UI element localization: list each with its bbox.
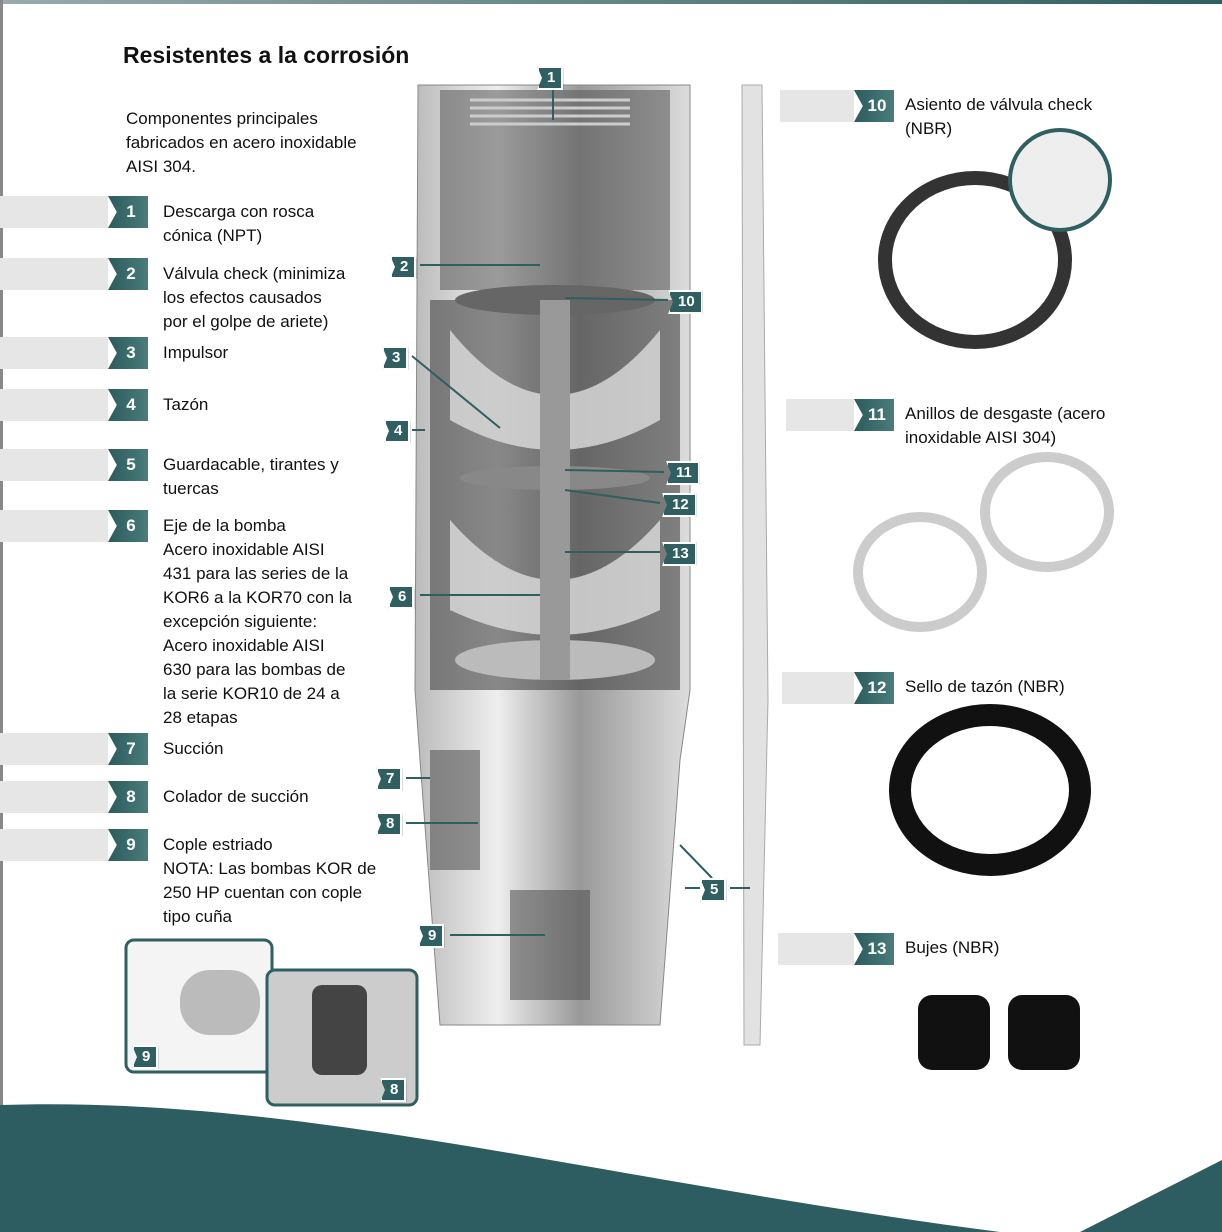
item-text: Cople estriado NOTA: Las bombas KOR de 2…	[163, 835, 377, 926]
item-text: Tazón	[163, 395, 209, 414]
item-text: Eje de la bomba Acero inoxidable AISI 43…	[163, 516, 352, 727]
item-text: Anillos de desgaste (acero inoxidable AI…	[905, 404, 1106, 447]
item-number: 10	[854, 90, 894, 122]
item-text: Sello de tazón (NBR)	[905, 677, 1065, 696]
top-border	[0, 0, 1222, 4]
callout-label: 11	[666, 461, 700, 485]
item-text: Colador de succión	[163, 787, 309, 806]
intro-text: Componentes principales fabricados en ac…	[126, 109, 357, 176]
item-text: Descarga con rosca cónica (NPT)	[163, 202, 315, 245]
item-text: Guardacable, tirantes y tuercas	[163, 455, 339, 498]
footer-wave-right	[1080, 1160, 1222, 1232]
item-text: Asiento de válvula check (NBR)	[905, 95, 1093, 138]
callout-label: 9	[132, 1045, 159, 1069]
item-text: Bujes (NBR)	[905, 938, 1000, 957]
item-text: Succión	[163, 739, 224, 758]
callout-label: 13	[662, 542, 697, 566]
left-border	[0, 0, 3, 1110]
callout-label: 12	[662, 493, 697, 517]
item-text: Impulsor	[163, 343, 229, 362]
item-text: Válvula check (minimiza los efectos caus…	[163, 264, 346, 331]
page-title: Resistentes a la corrosión	[123, 42, 410, 68]
footer-wave	[0, 1104, 1000, 1232]
callout-label: 10	[668, 290, 703, 314]
